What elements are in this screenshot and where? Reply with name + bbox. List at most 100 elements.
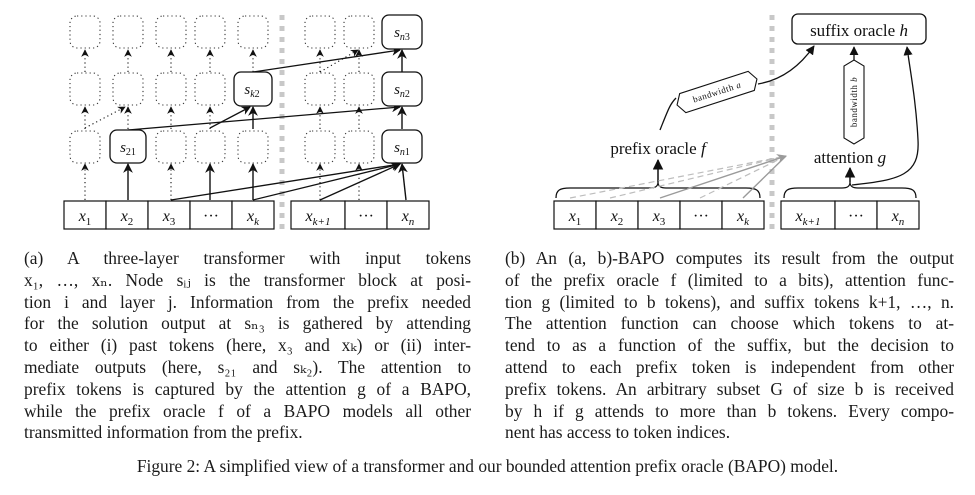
bandwidth-a-tag: bandwidth a [676,70,758,114]
token-cell-prefix: x3 [147,200,191,230]
svg-text:sk2: sk2 [244,82,259,100]
token-label: x2 [120,208,134,228]
node-s21-label: s21 [120,140,136,158]
token-cell-prefix: ··· [189,200,233,230]
svg-text:bandwidth b: bandwidth b [849,77,859,127]
token-cell-prefix: x2 [595,200,639,230]
svg-text:sn2: sn2 [394,82,410,100]
caption-line: prefix tokens is captured by the attenti… [24,378,471,399]
attention-arrow [209,106,251,129]
transformer-block-grid [69,15,375,164]
caption-a: (a) A three-layer transformer with input… [24,248,471,444]
token-label: ··· [848,208,864,225]
dotted-block [237,15,269,49]
dotted-block [155,15,187,49]
dotted-block [343,72,375,106]
token-label: xk [246,208,260,228]
node-sn3: sn3 [381,14,423,50]
token-cell-prefix: xk [231,200,275,230]
token-label: x2 [610,208,624,228]
attention-arrow [252,46,401,73]
token-cell-suffix: ··· [834,200,878,230]
caption-line: prefix tokens. An arbitrary subset G of … [505,378,954,399]
caption-line: nent has access to token indices. [505,422,731,443]
token-label: xn [891,208,905,228]
prefix-to-suffix-arrow [659,97,677,131]
caption-line: tion g (limited to b tokens), and suffix… [505,291,954,312]
token-label: x3 [162,208,176,228]
token-row: x1 x2 x3 ··· xk xk+1 ··· xn [553,200,920,230]
caption-line: of the prefix oracle f (limited to a bit… [505,269,954,290]
dotted-block [69,72,101,106]
suffix-brace [783,181,917,199]
token-cell-prefix: x1 [553,200,597,230]
dotted-block [69,130,101,164]
token-label: ··· [693,208,709,225]
dotted-block [69,15,101,49]
caption-line: mediate outputs (here, s₂₁ and sₖ₂). The… [24,356,471,377]
token-label: xk [736,208,750,228]
token-label: ··· [203,208,219,225]
caption-line: by h if g attends to more than b tokens.… [505,400,954,421]
bandwidth-b-tag: bandwidth b [843,59,865,145]
token-cell-prefix: x1 [63,200,107,230]
caption-line: for the solution output at sₙ₃ is gather… [24,313,471,334]
caption-line: (a) A three-layer transformer with input… [24,248,471,268]
dotted-attention-arrow [319,49,359,73]
token-label: xk+1 [795,208,821,228]
caption-line: x₁, …, xₙ. Node sᵢⱼ is the transformer b… [24,269,471,290]
dotted-block [343,15,375,49]
dotted-block [155,72,187,106]
token-cell-prefix: xk [721,200,765,230]
attention-arrow [319,163,401,201]
token-cell-suffix: xn [386,200,430,230]
suffix-oracle-box: suffix oracle h [791,13,927,45]
dotted-block [237,130,269,164]
token-label: xk+1 [305,208,331,228]
suffix-oracle-label: suffix oracle [810,21,895,40]
caption-line: to either (i) past tokens (here, x₃ and … [24,335,471,356]
dotted-block [304,130,336,164]
prefix-attention-arrows [569,154,787,199]
token-cell-suffix: xk+1 [780,200,836,230]
token-cell-suffix: ··· [344,200,388,230]
token-label: x1 [78,208,92,228]
dotted-block [343,130,375,164]
node-sk2: sk2 [233,71,273,107]
dotted-block [304,15,336,49]
prefix-brace [555,181,761,199]
token-cell-suffix: xk+1 [290,200,346,230]
token-cell-prefix: x3 [637,200,681,230]
node-sn1: sn1 [381,129,423,164]
attention-arrow [170,160,401,201]
transformer-diagram: s21 sk2 sn1 sn2 sn3 x1 x2 x3 ··· xk xk+1 ··· xn [63,14,430,232]
attention-arrows [81,46,408,201]
prefix-oracle-label: prefix oracle f [610,139,708,158]
caption-line: attend to each prefix token is independe… [505,356,954,377]
token-cell-suffix: xn [876,200,920,230]
bapo-diagram: suffix oracle h prefix oracle f attentio… [553,13,927,232]
svg-text:suffix oracle h: suffix oracle h [810,21,908,40]
caption-line: tend to as a function of the suffix, but… [505,335,954,356]
attention-label: attention g [814,148,886,167]
suffix-to-oracle-arrow [851,46,919,186]
token-label: x3 [652,208,666,228]
caption-line: tion i and layer j. Information from the… [24,291,471,312]
layer-arrow [398,163,408,201]
token-row: x1 x2 x3 ··· xk xk+1 ··· xn [63,200,430,230]
caption-line: The attention function can choose which … [505,313,954,334]
attention-arrow [252,161,401,201]
dotted-attention-arrow [84,106,126,129]
token-cell-prefix: x2 [105,200,149,230]
dotted-block [194,72,226,106]
svg-text:sn1: sn1 [394,140,410,158]
caption-line: while the prefix oracle f of a BAPO mode… [24,400,471,421]
dotted-block [304,72,336,106]
figure-caption: Figure 2: A simplified view of a transfo… [136,456,839,476]
caption-line: transmitted information from the prefix. [24,422,303,443]
node-s21: s21 [109,129,147,164]
dotted-block [194,15,226,49]
token-cell-prefix: ··· [679,200,723,230]
caption-line: (b) An (a, b)-BAPO computes its result f… [505,248,954,268]
token-label: xn [401,208,415,228]
